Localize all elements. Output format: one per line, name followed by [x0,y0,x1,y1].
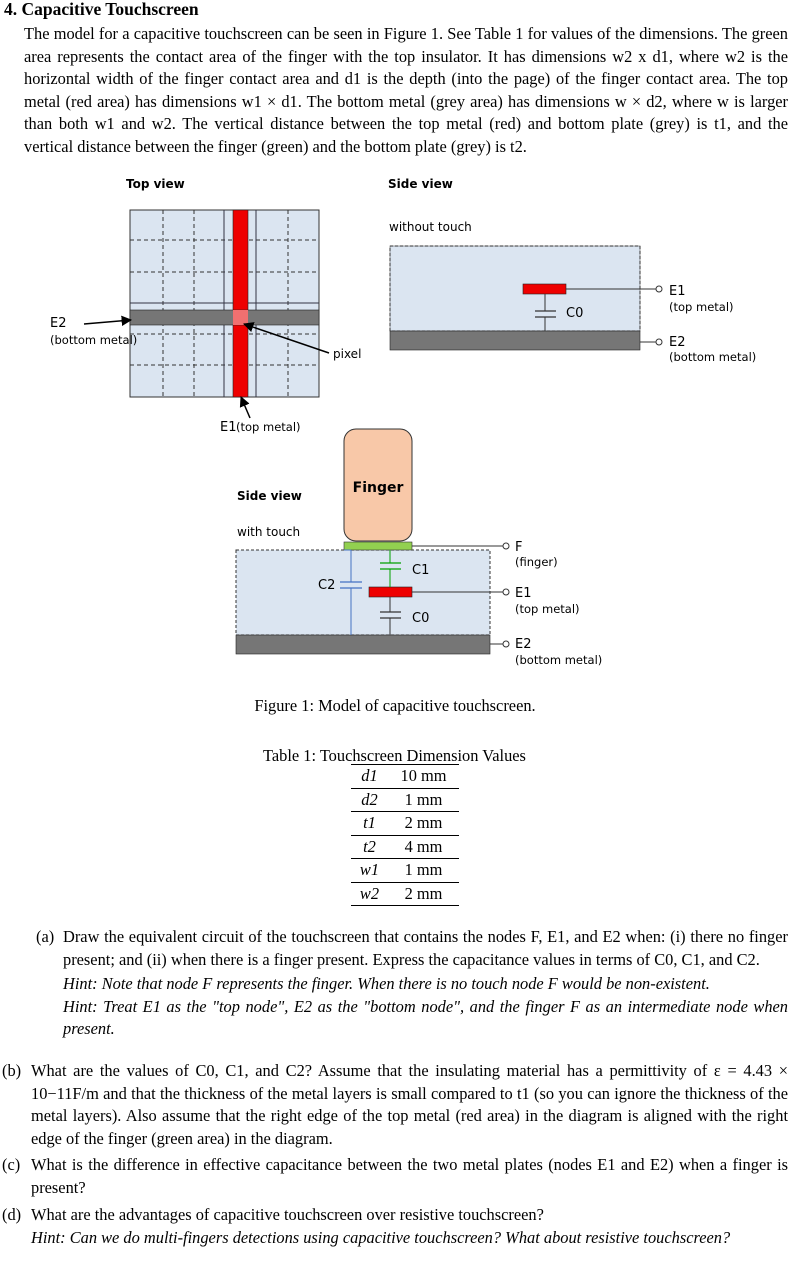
question-b-label: (b) [2,1061,22,1080]
top-view-title: Top view [126,177,185,191]
touch-f-sub: (finger) [515,555,558,569]
touch-f-label: F [515,540,522,555]
figure-1: Top view E2 (bottom metal) [50,177,756,667]
side-view-title-1: Side view [388,177,453,191]
question-a-hint-2: Hint: Treat E1 as the "top node", E2 as … [63,996,788,1039]
question-c-text: What is the difference in effective capa… [31,1155,788,1197]
intro-text: The model for a capacitive touchscreen c… [24,24,788,156]
pixel-label: pixel [333,347,361,361]
table-value: 1 mm [388,788,459,812]
without-touch-label: without touch [389,220,472,234]
table-symbol: d1 [351,764,388,789]
table-symbol: w2 [351,882,388,906]
touch-e1-label: E1 [515,586,532,601]
finger-shape [343,428,413,542]
question-d-body: What are the advantages of capacitive to… [31,1204,788,1249]
top-view-e1-strip [232,209,249,398]
no-touch-bottom-metal [389,330,641,351]
touch-c1-label: C1 [412,563,429,578]
problem-number: 4. [4,0,18,19]
question-d-hint: Hint: Can we do multi-fingers detections… [31,1227,731,1247]
question-a-body: Draw the equivalent circuit of the touch… [63,926,788,1041]
table-value: 1 mm [388,858,459,883]
table-value: 2 mm [388,811,459,836]
side-view-touch [235,428,510,655]
question-b-body: What are the values of C0, C1, and C2? A… [31,1060,788,1150]
finger-label: Finger [353,480,404,496]
with-touch-label: with touch [237,525,300,539]
no-touch-e2-sub: (bottom metal) [669,350,756,364]
top-view-pixel-overlap [233,310,248,325]
question-c-label: (c) [2,1155,21,1174]
table-value: 10 mm [388,764,459,789]
question-c-body: What is the difference in effective capa… [31,1154,788,1199]
top-e2-label: E2 [50,316,67,331]
no-touch-top-metal [522,283,567,295]
contact-area [343,541,413,551]
problem-title: Capacitive Touchscreen [21,0,199,19]
top-e1-label: E1 [220,420,237,435]
table-symbol: t2 [351,835,388,859]
question-a-text: Draw the equivalent circuit of the touch… [63,927,788,969]
touch-e2-label: E2 [515,637,532,652]
table-symbol: d2 [351,788,388,812]
side-view-title-2: Side view [237,489,302,503]
no-touch-e1-sub: (top metal) [669,300,734,314]
top-e1-sub: (top metal) [236,420,301,434]
touch-bottom-metal [235,634,491,655]
question-a-hint-1: Hint: Note that node F represents the fi… [63,974,710,993]
question-d-label: (d) [2,1205,22,1224]
table-value: 4 mm [388,835,459,859]
problem-heading: 4. Capacitive Touchscreen [4,0,199,21]
table-value: 2 mm [388,882,459,906]
touch-c2-label: C2 [318,578,335,593]
question-b-text: What are the values of C0, C1, and C2? A… [31,1061,788,1148]
table-symbol: w1 [351,858,388,883]
touch-e2-sub: (bottom metal) [515,653,602,667]
table-symbol: t1 [351,811,388,836]
top-view-e2-strip [129,309,320,326]
side-view-no-touch [389,245,663,351]
question-a-label: (a) [36,927,55,946]
top-view-panel [129,209,320,398]
no-touch-e1-label: E1 [669,284,686,299]
no-touch-e2-label: E2 [669,335,686,350]
touch-c0-label: C0 [412,611,429,626]
pixel-arrow [243,322,330,354]
figure-caption: Figure 1: Model of capacitive touchscree… [254,696,536,715]
top-e2-arrow [83,315,133,327]
intro-paragraph: The model for a capacitive touchscreen c… [24,23,788,158]
touch-e1-sub: (top metal) [515,602,580,616]
top-e2-sub: (bottom metal) [50,333,137,347]
no-touch-c0-label: C0 [566,306,583,321]
table-caption: Table 1: Touchscreen Dimension Values [263,746,526,765]
touch-top-metal [368,586,413,598]
top-e1-arrow [239,396,251,419]
question-d-text: What are the advantages of capacitive to… [31,1205,544,1224]
